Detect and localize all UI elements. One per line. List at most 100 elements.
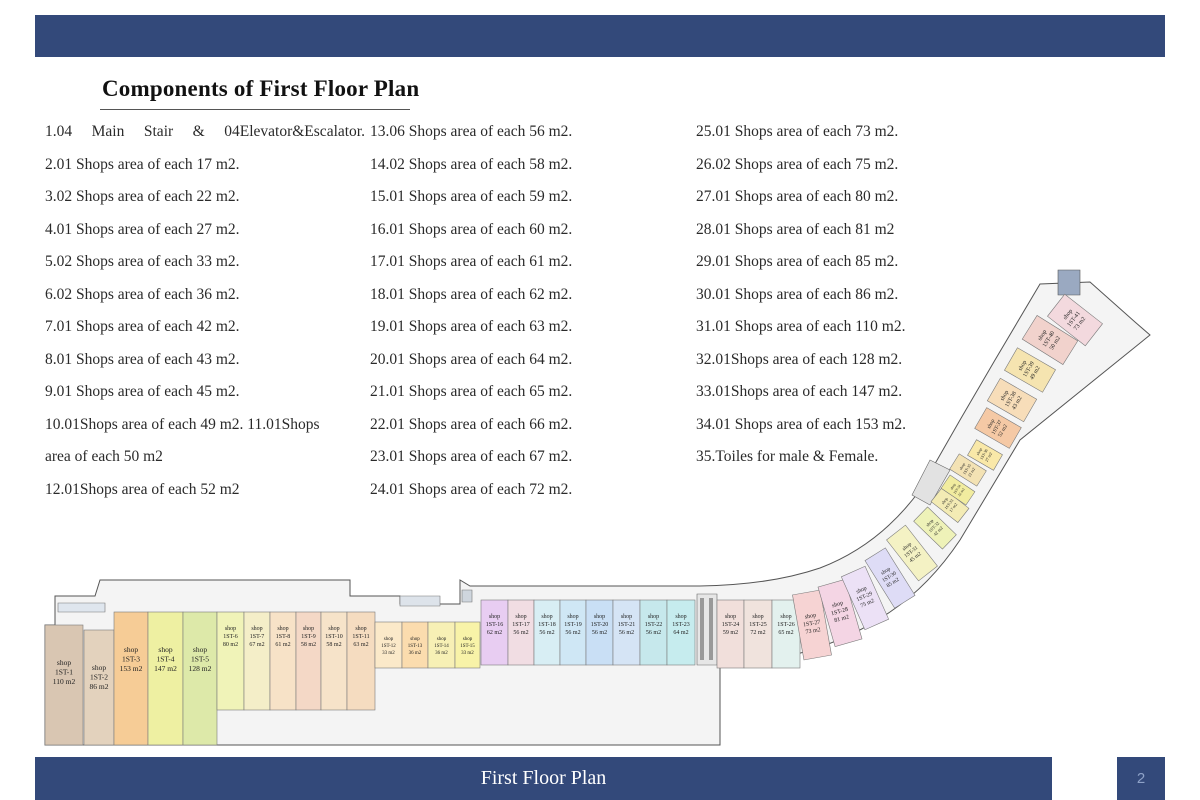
shop-unit-area	[817, 578, 863, 648]
footer-title: First Floor Plan	[480, 767, 607, 789]
component-item: 27.01 Shops area of each 80 m2.	[696, 188, 899, 205]
shop-word: shop	[880, 566, 892, 577]
component-item: 31.01 Shops area of each 110 m2.	[696, 318, 906, 335]
shop-id: 1ST-8	[276, 634, 290, 640]
shop-area: 75 m2	[860, 598, 876, 609]
shop-id: 1ST-34	[953, 484, 962, 495]
shop-area: 81 m2	[834, 614, 850, 624]
shop-area: 63 m2	[353, 642, 368, 648]
shop-word: shop	[752, 614, 763, 620]
shop-word: shop	[855, 585, 867, 595]
shop-area: 33 m2	[382, 651, 395, 656]
component-item: 25.01 Shops area of each 73 m2.	[696, 123, 899, 140]
shop-word: shop	[437, 637, 447, 642]
shop-area: 33 m2	[461, 651, 474, 656]
shop-word: shop	[124, 645, 138, 654]
shop-unit-area	[913, 506, 957, 550]
shop-word: shop	[410, 637, 420, 642]
component-item: 20.01 Shops area of each 64 m2.	[370, 350, 573, 368]
shop-id: 1ST-35	[962, 463, 972, 476]
shop-id: 1ST-25	[749, 622, 766, 628]
shop-id: 1ST-4	[156, 655, 174, 664]
shop-id: 1ST-3	[122, 655, 140, 664]
component-item: 5.02 Shops area of each 33 m2.	[45, 253, 240, 270]
shop-unit-area	[320, 611, 348, 711]
shop-area: 153 m2	[120, 664, 143, 673]
shop-word: shop	[328, 626, 339, 632]
shop-id: 1ST-6	[223, 634, 237, 640]
page-number-box: 2	[1117, 757, 1165, 800]
shop-id: 1ST-27	[803, 620, 821, 629]
shop-word: shop	[901, 541, 913, 552]
shop-area: 56 m2	[539, 630, 554, 636]
component-item: 24.01 Shops area of each 72 m2.	[370, 480, 573, 498]
shop-area: 17 m2	[948, 502, 958, 513]
shop-unit-area	[83, 629, 115, 746]
shop-word: shop	[831, 600, 844, 609]
shop-id: 1ST-20	[591, 622, 608, 628]
shop-word: shop	[780, 614, 791, 620]
shop-id: 1ST-7	[250, 634, 264, 640]
component-item: 19.01 Shops area of each 63 m2.	[370, 318, 573, 335]
shop-id: 1ST-2	[90, 673, 108, 682]
shop-unit-area	[147, 611, 184, 746]
shop-unit-area	[639, 599, 668, 666]
shop-unit-area	[949, 453, 987, 487]
shop-unit-area	[666, 599, 696, 666]
shop-id: 1ST-26	[777, 622, 794, 628]
component-item: 9.01 Shops area of each 45 m2.	[45, 383, 240, 400]
shop-area: 59 m2	[723, 630, 738, 636]
shop-area: 61 m2	[275, 642, 290, 648]
shop-word: shop	[384, 637, 394, 642]
shop-area: 147 m2	[154, 664, 177, 673]
shop-word: shop	[675, 614, 686, 620]
shop-word: shop	[225, 626, 236, 632]
shop-word: shop	[949, 483, 956, 491]
shop-id: 1ST-12	[381, 644, 396, 649]
shop-area: 62 m2	[487, 630, 502, 636]
component-item: 7.01 Shops area of each 42 m2.	[45, 318, 240, 335]
shop-area: 58 m2	[301, 642, 316, 648]
shop-unit-area	[840, 565, 890, 631]
shop-word: shop	[958, 462, 966, 471]
shop-unit-area	[864, 547, 916, 609]
shop-area: 22 m2	[957, 487, 965, 497]
shop-unit-area	[792, 589, 832, 661]
shop-area: 72 m2	[750, 630, 765, 636]
component-item: 16.01 Shops area of each 60 m2.	[370, 220, 573, 238]
component-item: 17.01 Shops area of each 61 m2.	[370, 253, 573, 270]
shop-area: 86 m2	[90, 682, 109, 691]
shop-word: shop	[355, 626, 366, 632]
shop-unit-area	[243, 611, 271, 711]
shop-unit-area	[427, 621, 456, 669]
component-item: 14.02 Shops area of each 58 m2.	[370, 155, 573, 173]
shop-word: shop	[92, 663, 106, 672]
shop-area: 65 m2	[778, 630, 793, 636]
component-item: 1.04 Main Stair & 04Elevator&Escalator.	[45, 123, 365, 140]
shop-id: 1ST-17	[512, 622, 529, 628]
shop-area: 56 m2	[513, 630, 528, 636]
shop-unit-area	[295, 611, 322, 711]
component-item: 3.02 Shops area of each 22 m2.	[45, 188, 240, 205]
shop-word: shop	[158, 645, 172, 654]
shop-unit-area	[716, 599, 745, 669]
shop-area: 56 m2	[592, 630, 607, 636]
shop-unit-area	[454, 621, 481, 669]
component-item: 21.01 Shops area of each 65 m2.	[370, 383, 573, 400]
